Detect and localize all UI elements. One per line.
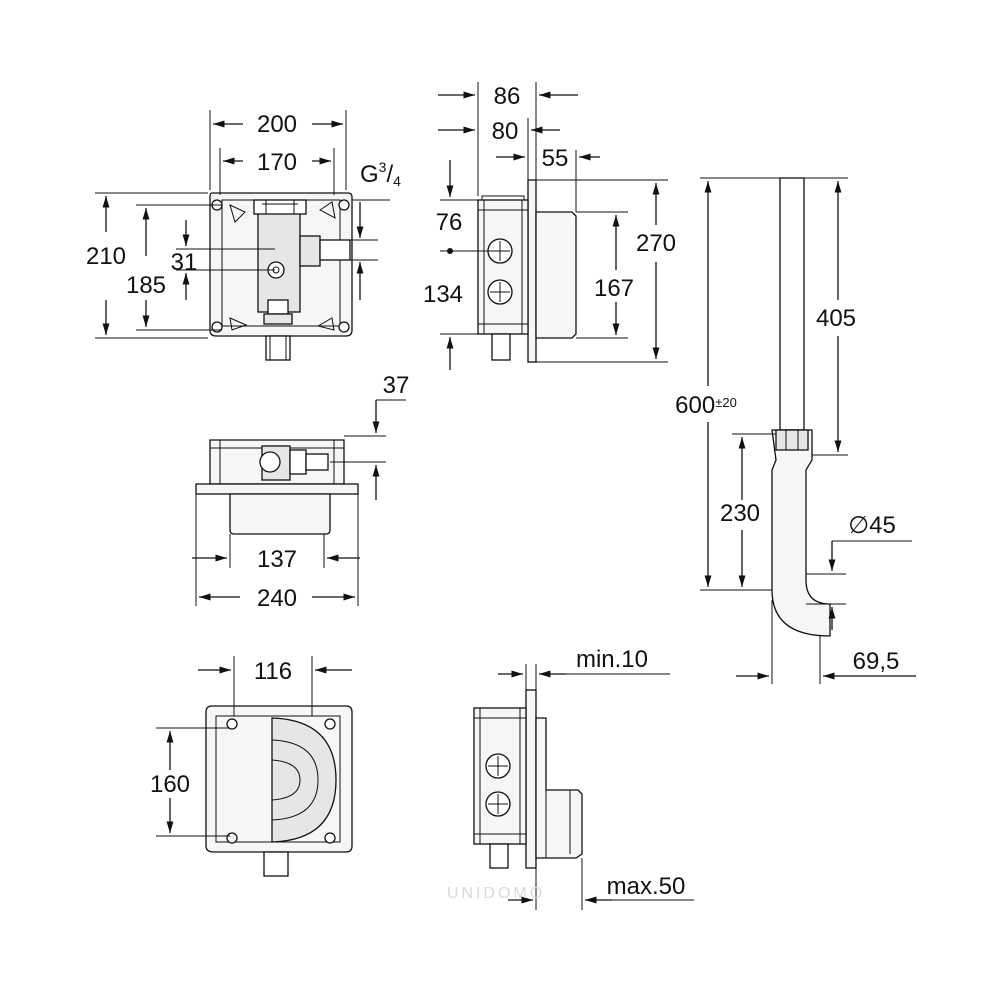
installed-view: min.10 max.50 [473, 646, 694, 910]
flush-pipe-upper [779, 177, 805, 431]
top-cover [229, 493, 331, 535]
dim-front-width-outer: 200 [257, 111, 297, 138]
dim-pipe-lower: 230 [720, 500, 760, 527]
dim-pipe-projection: 69,5 [853, 648, 900, 675]
flush-pipe-lower [771, 429, 831, 637]
top-flange [195, 483, 359, 495]
dim-front-height-outer: 210 [86, 243, 126, 270]
front-view: 200 170 G3/4 210 185 31 [86, 110, 401, 361]
dim-front-height-inner: 185 [126, 272, 166, 299]
dim-side-depth-body: 80 [492, 118, 519, 145]
dim-side-spacing-top: 76 [436, 209, 463, 236]
side-panel [527, 179, 537, 363]
dim-side-height-inner: 167 [594, 275, 634, 302]
back-cover-half [271, 717, 337, 843]
dim-top-outer-width: 240 [257, 585, 297, 612]
mount-hole-tr [338, 199, 350, 211]
dim-front-offset: 31 [171, 249, 198, 276]
side-box [477, 199, 529, 335]
dim-side-depth-panel: 55 [542, 145, 569, 172]
pipe-view: 600±20 405 230 ∅45 69,5 [675, 177, 916, 684]
dim-side-depth-total: 86 [494, 83, 521, 110]
back-view: 116 160 [150, 656, 353, 877]
watermark-logo: UNIDOMO [447, 885, 545, 902]
dim-pipe-total: 600±20 [675, 392, 737, 419]
side-connection [299, 235, 321, 267]
dim-front-width-inner: 170 [257, 149, 297, 176]
side-view: 86 80 55 76 134 270 167 [423, 82, 676, 370]
dim-back-width: 116 [254, 658, 292, 685]
dim-installed-max: max.50 [607, 873, 686, 900]
mount-hole-br [338, 321, 350, 333]
dim-side-height-panel: 270 [636, 230, 676, 257]
dim-pipe-upper: 405 [816, 305, 856, 332]
dim-back-height: 160 [150, 771, 190, 798]
dim-thread: G3/4 [360, 159, 401, 189]
top-view: 37 137 240 [192, 372, 409, 612]
dim-top-offset: 37 [383, 372, 410, 399]
dim-pipe-diameter: ∅45 [848, 512, 896, 539]
dim-top-inner-width: 137 [257, 546, 297, 573]
dim-side-spacing-bottom: 134 [423, 281, 463, 308]
side-cover [535, 211, 577, 339]
dim-installed-min: min.10 [576, 646, 648, 673]
installed-panel [525, 689, 537, 869]
installed-wall-plate [535, 717, 583, 859]
